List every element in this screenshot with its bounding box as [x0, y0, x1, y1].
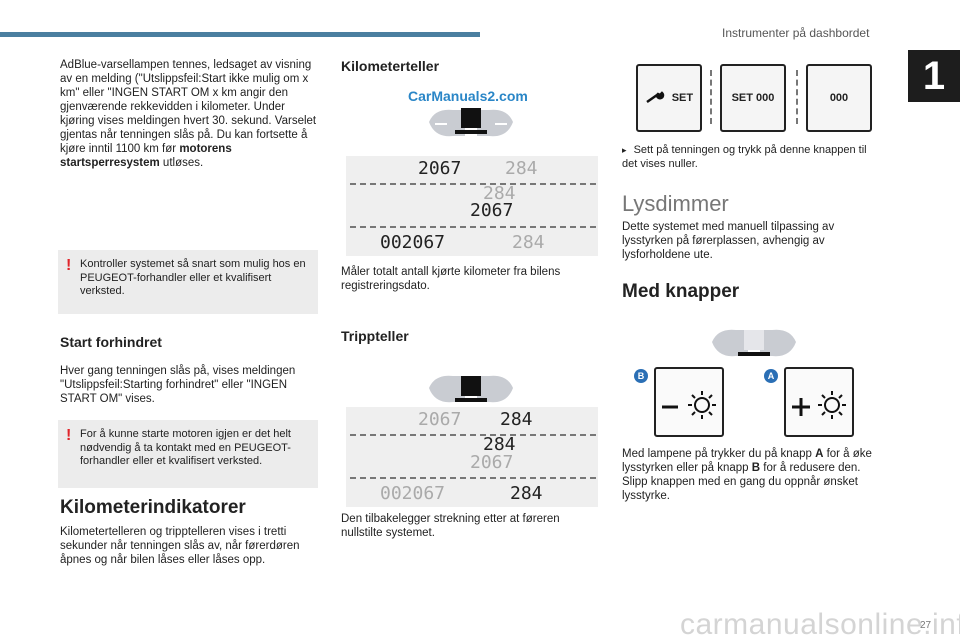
brightness-text-4: Slipp knappen med en gang du oppnår ønsk…: [622, 476, 858, 502]
buttons-heading: Med knapper: [622, 281, 740, 302]
brightness-a: A: [815, 448, 824, 460]
intro-bold: motorens startsperresystem: [60, 143, 232, 169]
divider: [350, 226, 596, 228]
odo-r2-top: 284: [483, 183, 516, 204]
header-bar: [0, 32, 480, 37]
section-title: Instrumenter på dashbordet: [722, 26, 870, 40]
divider: [350, 434, 596, 436]
set-zero-label: SET 000: [731, 92, 775, 104]
trip-r3-dim: 002067: [380, 483, 446, 504]
divider: [350, 477, 596, 479]
brightness-text-1: Med lampene på trykker du på knapp: [622, 448, 816, 460]
brightness-down-icon: [662, 391, 716, 419]
brightness-text-2: for å øke lysstyrken eller på knapp: [622, 448, 872, 474]
watermark: carmanualsonline.info: [680, 608, 960, 641]
step-arrow-icon: ▸: [622, 145, 627, 155]
intro-end: utløses.: [159, 157, 204, 169]
step-text: Sett på tenningen og trykk på denne knap…: [622, 144, 867, 170]
zero-label: 000: [829, 92, 849, 104]
step-instruction: ▸ Sett på tenningen og trykk på denne kn…: [622, 144, 872, 171]
trip-text: Den tilbakelegger strekning etter at før…: [341, 513, 560, 539]
brightness-text-3: for å redusere den.: [760, 462, 861, 474]
trip-r1-dim: 2067: [418, 409, 462, 430]
start-text: Hver gang tenningen slås på, vises meldi…: [60, 365, 296, 405]
set-label: SET: [671, 92, 694, 104]
separator: [796, 70, 798, 124]
zero-button[interactable]: 000: [806, 64, 872, 132]
set-zero-button[interactable]: SET 000: [720, 64, 786, 132]
warning-text-2: For å kunne starte motoren igjen er det …: [80, 428, 291, 467]
km-text: Kilometertelleren og tripptelleren vises…: [60, 526, 300, 566]
site-logo: CarManuals2.com: [408, 88, 528, 104]
brightness-text: Med lampene på trykker du på knapp A for…: [622, 447, 880, 503]
badge-b: B: [634, 369, 648, 383]
start-heading: Start forhindret: [60, 334, 162, 350]
warning-box-2: ! For å kunne starte motoren igjen er de…: [58, 420, 318, 488]
warning-icon: !: [66, 257, 72, 274]
dimmer-text: Dette systemet med manuell tilpassing av…: [622, 221, 835, 261]
warning-icon: !: [66, 427, 72, 444]
badge-a: A: [764, 369, 778, 383]
brightness-up-button[interactable]: [784, 367, 854, 437]
intro-text: AdBlue-varsellampen tennes, ledsaget av …: [60, 59, 317, 155]
odo-r3-sub: 284: [512, 232, 545, 253]
odo-r3-main: 002067: [380, 232, 446, 253]
dimmer-heading: Lysdimmer: [622, 191, 729, 216]
wrench-icon: [646, 91, 665, 104]
brightness-down-button[interactable]: [654, 367, 724, 437]
page-number: 27: [920, 620, 932, 631]
trip-heading: Trippteller: [341, 328, 409, 344]
trip-r2-top: 284: [483, 434, 516, 455]
separator: [710, 70, 712, 124]
divider: [350, 183, 596, 185]
odo-r2-bottom: 2067: [470, 200, 514, 221]
warning-box-1: ! Kontroller systemet så snart som mulig…: [58, 250, 318, 314]
intro-paragraph: AdBlue-varsellampen tennes, ledsaget av …: [60, 58, 322, 170]
odo-r1-sub: 284: [505, 158, 538, 179]
km-heading: Kilometerindikatorer: [60, 497, 246, 518]
cluster-icon-odo: [429, 108, 513, 137]
warning-text-1: Kontroller systemet så snart som mulig h…: [80, 258, 306, 297]
odo-r1-main: 2067: [418, 158, 462, 179]
odo-text: Måler totalt antall kjørte kilometer fra…: [341, 266, 561, 292]
odo-heading: Kilometerteller: [341, 58, 440, 74]
odometer-display: [346, 156, 598, 256]
chapter-number: 1: [908, 50, 960, 102]
tripmeter-display: [346, 407, 598, 507]
trip-r2-bottom: 2067: [470, 452, 514, 473]
trip-r3-main: 284: [510, 483, 543, 504]
brightness-b: B: [751, 462, 761, 474]
cluster-icon-trip: [429, 375, 513, 403]
brightness-up-icon: [792, 391, 846, 419]
trip-r1-main: 284: [500, 409, 533, 430]
set-wrench-button[interactable]: SET: [636, 64, 702, 132]
cluster-icon-dimmer: [712, 329, 796, 357]
